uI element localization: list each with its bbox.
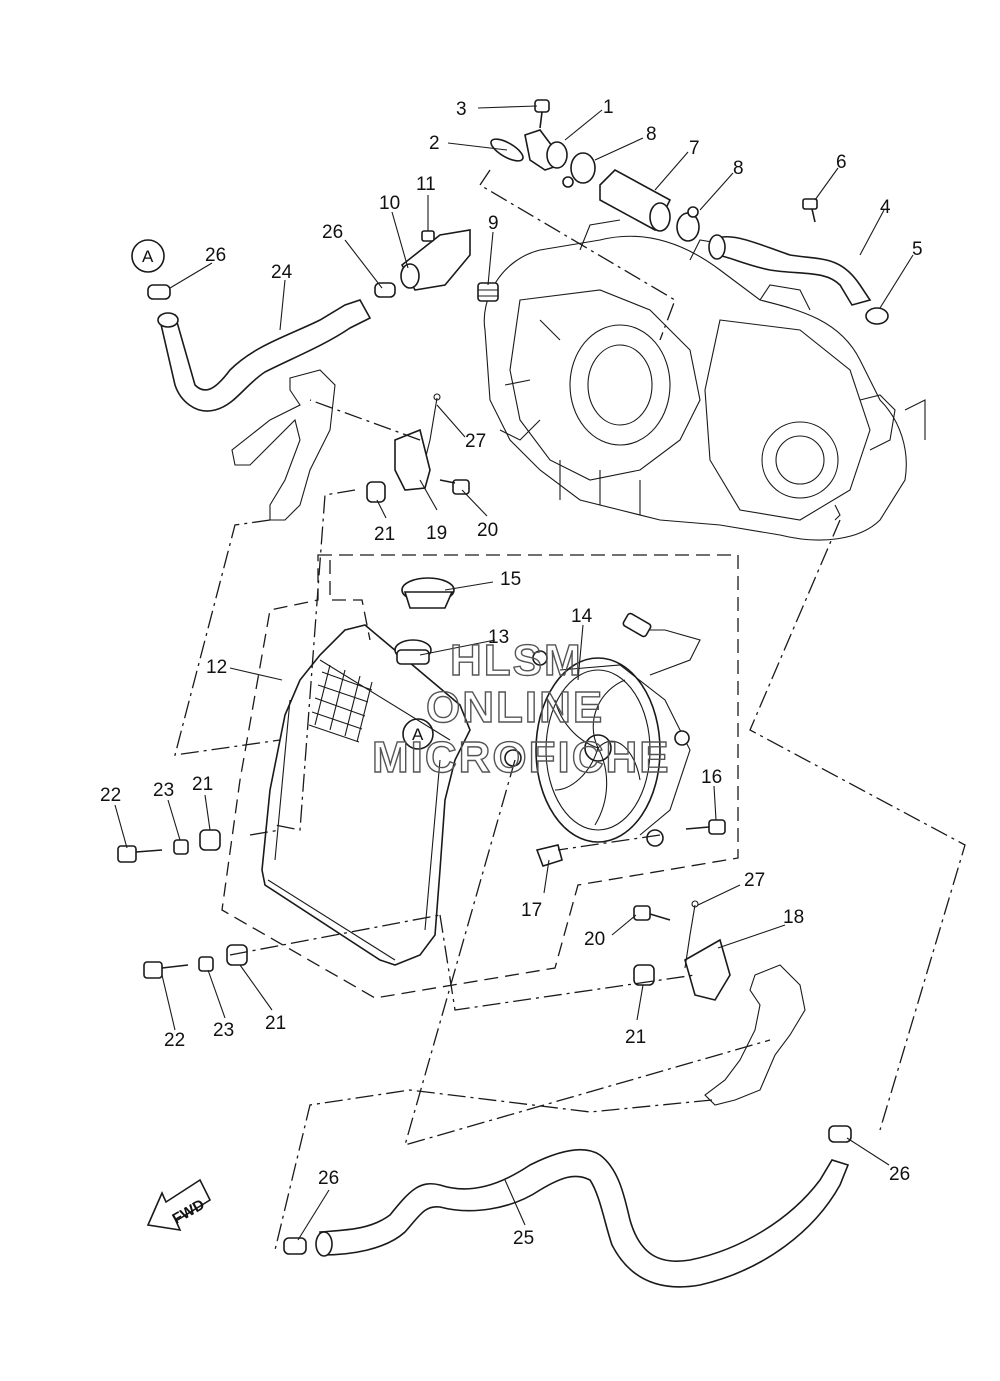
callout-7: 7 (689, 138, 700, 159)
watermark-line-3: MICROFICHE (372, 733, 671, 782)
assembly-grouping-lines (221, 554, 739, 999)
fwd-direction-arrow: FWD (146, 1178, 212, 1232)
callout-22b: 22 (164, 1030, 185, 1051)
callout-18: 18 (783, 907, 804, 928)
reference-mark-a-top: A (131, 239, 165, 273)
reference-mark-a-radiator-label: A (412, 725, 424, 744)
callout-numbers: 1 2 3 4 5 6 7 8 8 9 10 11 12 13 14 15 16… (100, 97, 923, 1249)
callout-1: 1 (603, 97, 614, 118)
callout-19: 19 (426, 523, 447, 544)
callout-11: 11 (416, 174, 436, 195)
watermark-line-1: HLSM (450, 636, 583, 685)
radiator-brackets (231, 369, 806, 1106)
radiator-core-mesh (308, 664, 373, 743)
radiator (261, 624, 471, 966)
callout-21d: 21 (625, 1027, 646, 1048)
callout-26b: 26 (322, 222, 343, 243)
callout-2: 2 (429, 133, 440, 154)
callout-8a: 8 (646, 124, 657, 145)
callout-27b: 27 (744, 870, 765, 891)
thermostat-housing-assembly (147, 99, 889, 481)
callout-13: 13 (488, 627, 509, 648)
watermark: HLSM ONLINE MICROFICHE (371, 635, 671, 782)
callout-24: 24 (271, 262, 293, 283)
watermark-line-2: ONLINE (426, 683, 604, 732)
callout-21b: 21 (192, 774, 213, 795)
callout-23a: 23 (153, 780, 174, 801)
reference-mark-a-radiator: A (402, 718, 434, 750)
fasteners (117, 479, 726, 986)
callout-16: 16 (701, 767, 722, 788)
callout-9: 9 (488, 213, 499, 234)
callout-17: 17 (521, 900, 542, 921)
callout-25: 25 (513, 1228, 534, 1249)
callout-21c: 21 (265, 1013, 286, 1034)
lower-radiator-hose (283, 1125, 852, 1288)
callout-20a: 20 (477, 520, 498, 541)
callout-26a: 26 (205, 245, 226, 266)
callout-22a: 22 (100, 785, 121, 806)
callout-3: 3 (456, 99, 467, 120)
callout-4: 4 (880, 197, 891, 218)
callout-8b: 8 (733, 158, 744, 179)
callout-26c: 26 (318, 1168, 339, 1189)
reference-mark-a-top-label: A (142, 247, 154, 266)
callout-26d: 26 (889, 1164, 910, 1185)
callout-12: 12 (206, 657, 227, 678)
cooling-fan-assembly (504, 612, 701, 847)
callout-20b: 20 (584, 929, 605, 950)
callout-23b: 23 (213, 1020, 234, 1041)
callout-21a: 21 (374, 524, 395, 545)
radiator-cap (401, 577, 455, 609)
callout-5: 5 (912, 239, 923, 260)
callout-27a: 27 (465, 431, 486, 452)
connection-lines (174, 169, 966, 1251)
engine-block (483, 219, 926, 541)
callout-leaders (114, 105, 914, 1241)
fwd-label: FWD (170, 1196, 208, 1228)
callout-15: 15 (500, 569, 521, 590)
callout-14: 14 (571, 606, 593, 627)
callout-6: 6 (836, 152, 847, 173)
callout-10: 10 (379, 193, 400, 214)
